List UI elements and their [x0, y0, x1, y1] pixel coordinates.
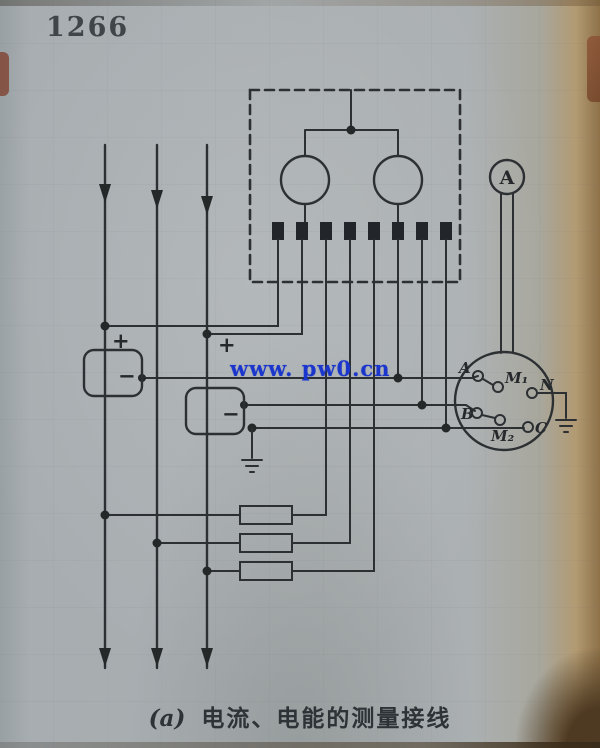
fuse-riser-2	[291, 239, 351, 544]
ct1-secondary-wire	[141, 375, 479, 379]
meter-terminal-strip	[272, 222, 452, 240]
ct1-polarity-plus: +	[112, 329, 130, 353]
junction-dot	[100, 510, 110, 520]
socket-outline	[453, 350, 555, 452]
caption-index: (a)	[148, 705, 186, 732]
voltage-wire-c	[206, 239, 303, 335]
fuse-riser-3	[291, 239, 375, 572]
meter-terminal	[416, 222, 428, 240]
socket-terminal-a	[472, 370, 484, 382]
voltage-wire-a	[104, 239, 279, 327]
left-edge-stain	[0, 52, 9, 96]
ammeter-circle	[488, 158, 526, 196]
junction-dot	[202, 566, 212, 576]
current-transformer-2: + −	[184, 333, 246, 436]
test-socket: A M₁ N B M₂ C	[453, 350, 577, 452]
junction-dot	[100, 321, 110, 331]
junction-dot	[393, 373, 403, 383]
socket-label-n: N	[539, 376, 555, 394]
arrow-down-icon	[201, 196, 213, 215]
meter-dashed-outline	[248, 88, 462, 284]
arrow-down-icon	[99, 648, 111, 667]
arrow-down-icon	[151, 648, 163, 667]
ct1-loop	[82, 348, 144, 398]
socket-terminal-n	[526, 387, 538, 399]
meter-terminal	[344, 222, 356, 240]
caption-text: 电流、电能的测量接线	[201, 706, 452, 732]
socket-label-c: C	[535, 419, 547, 437]
socket-terminal-b	[471, 407, 483, 419]
energy-meter-box	[248, 88, 462, 284]
socket-label-m1: M₁	[504, 369, 528, 387]
bottom-right-corner-shadow	[516, 648, 600, 748]
right-edge-stain	[587, 36, 600, 102]
ground-icon	[555, 419, 577, 433]
junction-dot	[417, 400, 427, 410]
socket-terminal-m1	[492, 381, 504, 393]
junction-dot	[152, 538, 162, 548]
junction-dot	[202, 329, 212, 339]
socket-label-m2: M₂	[490, 427, 515, 445]
current-transformer-1: + −	[82, 329, 144, 398]
ammeter-label: A	[499, 167, 515, 189]
meter-terminal	[440, 222, 452, 240]
fuse-1	[239, 505, 293, 525]
ct1-polarity-minus: −	[118, 364, 136, 388]
meter-coil-1	[279, 154, 331, 206]
fuses	[239, 505, 293, 581]
meter-internal-wires	[304, 89, 399, 223]
socket-terminal-c	[522, 421, 534, 433]
ground-symbol-left	[241, 427, 263, 473]
ct2-secondary-wire	[243, 404, 476, 412]
junction-dot	[441, 423, 451, 433]
meter-terminal	[392, 222, 404, 240]
ammeter: A	[488, 158, 526, 354]
arrow-down-icon	[201, 648, 213, 667]
meter-coil-2	[372, 154, 424, 206]
socket-label-b: B	[460, 405, 474, 423]
fuse-riser-1	[291, 239, 327, 516]
ct2-polarity-minus: −	[222, 402, 240, 426]
wiring	[100, 239, 525, 576]
meter-terminal	[272, 222, 284, 240]
ground-icon	[241, 427, 263, 473]
phase-lines	[99, 143, 213, 670]
page-top-edge	[0, 0, 600, 6]
ct2-loop	[184, 386, 246, 436]
meter-terminal	[296, 222, 308, 240]
socket-links	[481, 378, 567, 419]
arrow-down-icon	[151, 190, 163, 209]
watermark: www. pw0.cn	[230, 356, 391, 381]
ct2-polarity-plus: +	[218, 333, 236, 357]
arrow-down-icon	[99, 184, 111, 203]
fuse-2	[239, 533, 293, 553]
socket-terminal-m2	[494, 414, 506, 426]
page-bottom-edge	[0, 742, 600, 748]
meter-terminal	[368, 222, 380, 240]
figure-caption: (a) 电流、电能的测量接线	[0, 699, 600, 733]
socket-label-a: A	[457, 359, 471, 377]
junction-dot	[346, 125, 356, 135]
ammeter-leads	[500, 192, 514, 354]
fuse-3	[239, 561, 293, 581]
meter-terminal	[320, 222, 332, 240]
page-number: 1266	[46, 12, 130, 43]
